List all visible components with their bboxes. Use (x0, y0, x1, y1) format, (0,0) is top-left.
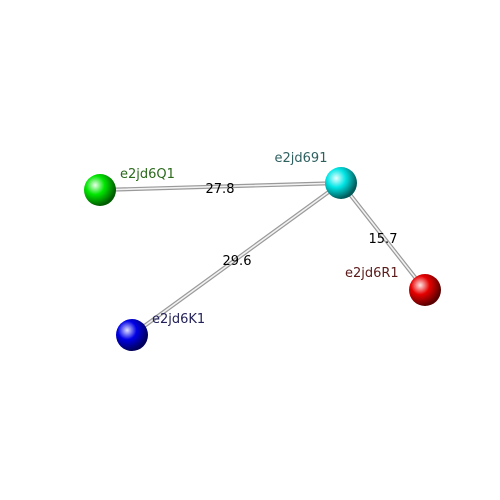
node-label-e2jd691: e2jd691 (275, 151, 328, 166)
node-e2jd691[interactable] (325, 167, 357, 199)
node-label-e2jd6Q1: e2jd6Q1 (120, 167, 175, 182)
node-label-e2jd6R1: e2jd6R1 (345, 266, 399, 281)
node-label-e2jd6K1: e2jd6K1 (152, 312, 205, 327)
node-e2jd6R1[interactable] (409, 274, 441, 306)
edge-e2jd691-e2jd6Q1 (98, 181, 343, 192)
edge-label-e2jd691-e2jd6R1: 15.7 (369, 232, 398, 247)
edge-e2jd691-e2jd6K1 (130, 181, 343, 337)
node-e2jd6Q1[interactable] (84, 174, 116, 206)
edge-label-e2jd691-e2jd6Q1: 27.8 (206, 182, 235, 197)
node-e2jd6K1[interactable] (116, 319, 148, 351)
edge-label-e2jd691-e2jd6K1: 29.6 (223, 254, 252, 269)
edge-e2jd691-e2jd6R1 (339, 181, 427, 292)
